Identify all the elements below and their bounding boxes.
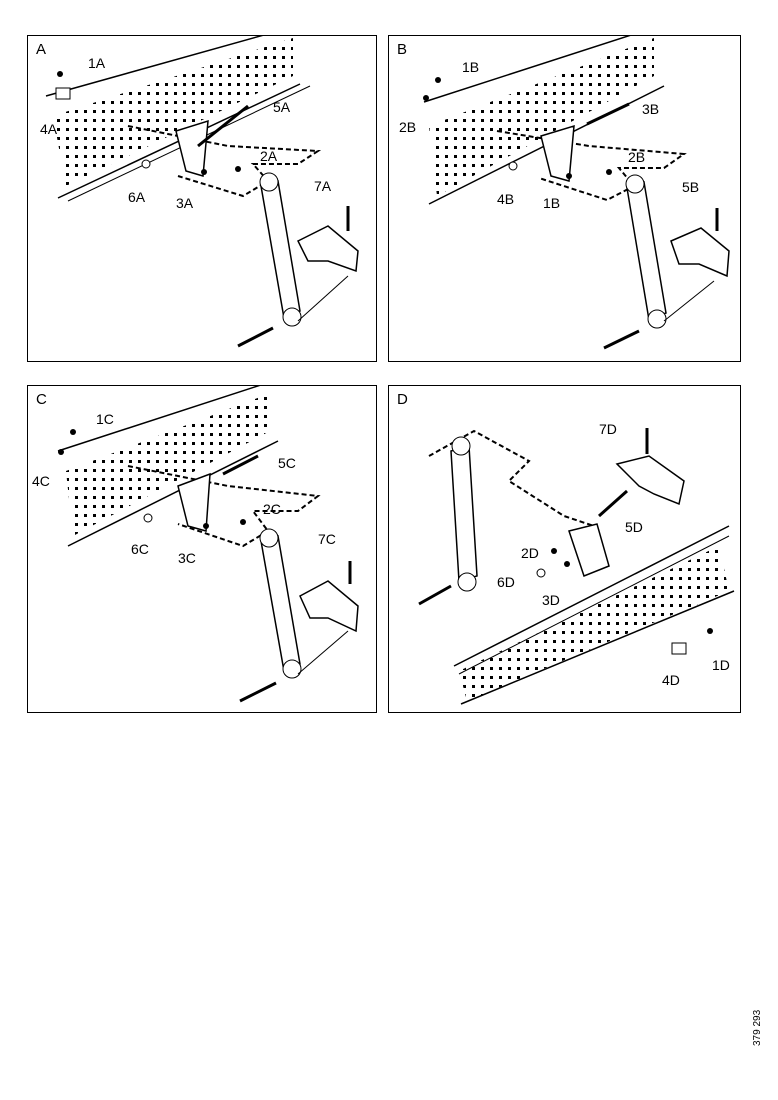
- panel-b-drawing: [423, 36, 730, 350]
- callout: 5D: [625, 519, 643, 535]
- callout: 1D: [712, 657, 730, 673]
- panel-d-drawing: [418, 428, 735, 705]
- callout: 3B: [642, 101, 660, 117]
- chassis-rail: [66, 394, 270, 536]
- axle-bracket-c: [299, 580, 359, 633]
- callout: 3A: [176, 195, 194, 211]
- panel-c: C 1C 4C 5C 2C 6C 3C 7C: [27, 385, 377, 713]
- panel-label: D: [397, 391, 408, 408]
- callout: 6A: [128, 189, 146, 205]
- callout: 4C: [32, 473, 50, 489]
- callout: 1A: [88, 55, 106, 71]
- shock-absorber-c: [260, 535, 301, 673]
- bracket-c: [177, 472, 211, 532]
- callout: 5B: [682, 179, 700, 195]
- plate-4d: [671, 642, 687, 655]
- callout: 1C: [96, 411, 114, 427]
- bracket-a: [175, 119, 209, 177]
- callout: 3C: [178, 550, 196, 566]
- panel-c-drawing: [57, 386, 359, 703]
- shock-absorber-d: [450, 445, 478, 582]
- bracket-d: [568, 523, 610, 577]
- chassis-rail: [53, 38, 293, 186]
- panel-a-drawing: [45, 36, 359, 348]
- panel-a: A 1A 4A 5A 2A 6A 3A 7A: [27, 35, 377, 362]
- callout: 7C: [318, 531, 336, 547]
- axle-bracket-a: [296, 225, 359, 273]
- callout: 4B: [497, 191, 515, 207]
- axle-bracket-b: [670, 227, 730, 278]
- document-id: 379 293: [752, 1009, 763, 1046]
- callout: 4D: [662, 672, 680, 688]
- callout: 6C: [131, 541, 149, 557]
- callout: 2B: [628, 149, 646, 165]
- callout: 7D: [599, 421, 617, 437]
- callout: 2B: [399, 119, 417, 135]
- shock-absorber-a: [260, 180, 301, 320]
- panel-b: B 1B 2B 3B 2B 4B 1B 5B: [388, 35, 741, 362]
- panel-label: A: [36, 41, 47, 58]
- bracket-b: [540, 124, 575, 182]
- callout: 4A: [40, 121, 58, 137]
- shock-absorber-b: [626, 180, 667, 322]
- callout: 1B: [543, 195, 561, 211]
- chassis-rail: [459, 546, 729, 701]
- panel-label: C: [36, 391, 47, 408]
- callout: 1B: [462, 59, 480, 75]
- callout: 2C: [263, 501, 281, 517]
- chassis-rail: [429, 38, 654, 196]
- callout: 5A: [273, 99, 291, 115]
- callout: 2A: [260, 148, 278, 164]
- callout: 3D: [542, 592, 560, 608]
- callout: 5C: [278, 455, 296, 471]
- callout: 6D: [497, 574, 515, 590]
- panel-d: D 7D 5D 2D 6D 3D 1D 4D: [388, 385, 741, 713]
- plate-4a: [55, 87, 71, 100]
- callout: 7A: [314, 178, 332, 194]
- panel-label: B: [397, 41, 408, 58]
- callout: 2D: [521, 545, 539, 561]
- axle-bracket-d: [615, 455, 685, 506]
